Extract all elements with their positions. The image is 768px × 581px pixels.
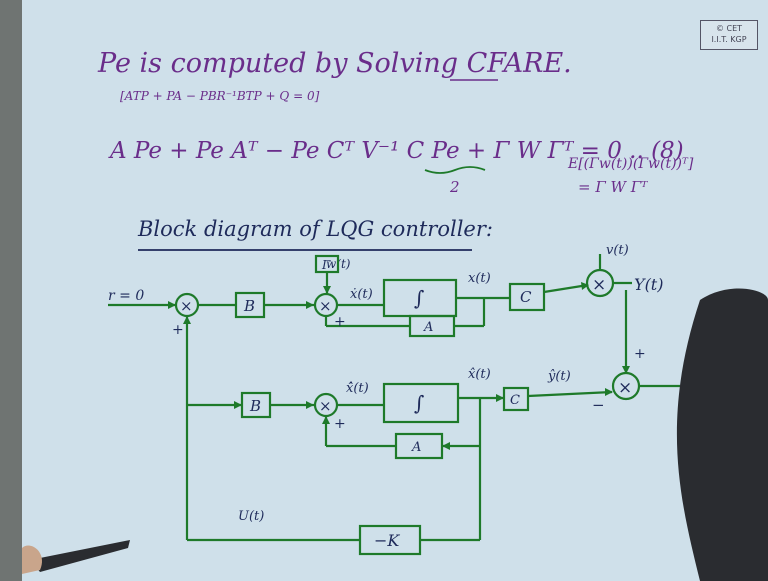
- summer-2-x: ×: [319, 297, 332, 315]
- a-block-bottom-label: A: [411, 440, 421, 455]
- ref-label: r = 0: [108, 288, 144, 304]
- integrator-bottom-label: ∫: [414, 391, 424, 415]
- wire-c-summer4: [527, 390, 613, 398]
- board-edge: [0, 0, 22, 581]
- summer-5-x: ×: [319, 397, 332, 415]
- plus-summer1: +: [172, 322, 184, 338]
- lecturer-hand: [676, 288, 768, 581]
- cet-iit-logo: © CET I.I.T. KGP: [700, 20, 758, 50]
- equation-side-line-1: E[(Γw(t))(Γw(t))ᵀ]: [567, 156, 694, 172]
- b-block-top-label: B: [243, 297, 255, 315]
- plus-summer2: +: [334, 314, 346, 330]
- arrow-c-bottom: [496, 394, 504, 402]
- integrator-top-label: ∫: [414, 286, 424, 310]
- riccati-equation: A Pe + Pe Aᵀ − Pe Cᵀ V⁻¹ C Pe + Γ W Γᵀ =…: [108, 138, 684, 164]
- arrow-summer4-top: [622, 366, 630, 374]
- k-block-label: −K: [374, 531, 400, 550]
- integrator-bottom: [382, 382, 460, 424]
- equation-side-line-2: = Γ W Γᵀ: [578, 178, 648, 196]
- b-block-bottom-label: B: [249, 397, 261, 415]
- arrow-summer5: [306, 401, 314, 409]
- arrow-summer1-bottom: [183, 316, 191, 324]
- summer-3-x: ×: [592, 275, 606, 295]
- arrow-summer3: [581, 282, 589, 290]
- arrow-summer4-left: [605, 388, 613, 396]
- plus-summer5: +: [334, 416, 346, 432]
- c-block-top-label: C: [520, 288, 532, 306]
- arrow-summer2: [306, 301, 314, 309]
- gamma-label: Γ: [321, 258, 331, 272]
- c-block-bottom: [502, 386, 530, 412]
- u-label: U(t): [238, 509, 264, 524]
- ref-arrow: [168, 301, 176, 309]
- arrow-gamma: [323, 286, 331, 294]
- xhatdot-label: x̂̇(t): [346, 381, 369, 396]
- heading-note: [ATP + PA − PBR⁻¹BTP + Q = 0]: [120, 89, 320, 103]
- logo-line-2: I.I.T. KGP: [711, 35, 747, 44]
- arrow-a-bottom: [442, 442, 450, 450]
- v-label: v(t): [606, 243, 629, 258]
- wire-c-summer3: [543, 283, 589, 294]
- xhat-label: x̂(t): [468, 367, 491, 382]
- section-title: Block diagram of LQG controller:: [137, 217, 493, 241]
- plus-summer4: +: [634, 346, 646, 362]
- yhat-label: ŷ(t): [547, 369, 571, 384]
- xdot-label: ẋ(t): [350, 287, 373, 302]
- equation-under-label: 2: [449, 178, 460, 196]
- arrow-summer5-bottom: [322, 416, 330, 424]
- finger: [22, 545, 43, 574]
- pen: [30, 540, 130, 572]
- heading-statement: Pe is computed by Solving CFARE.: [97, 48, 572, 79]
- summer-1-x: ×: [180, 297, 193, 315]
- y-label: Y(t): [634, 275, 663, 294]
- minus-summer4: −: [592, 396, 605, 414]
- summer-4-x: ×: [618, 378, 632, 398]
- c-block-top: [508, 282, 546, 312]
- a-block-top-label: A: [423, 320, 433, 335]
- arrow-b-bottom: [234, 401, 242, 409]
- equation-underbrace: [424, 166, 486, 174]
- c-block-bottom-label: C: [510, 393, 520, 408]
- x-label: x(t): [468, 271, 491, 286]
- logo-line-1: © CET: [715, 24, 743, 33]
